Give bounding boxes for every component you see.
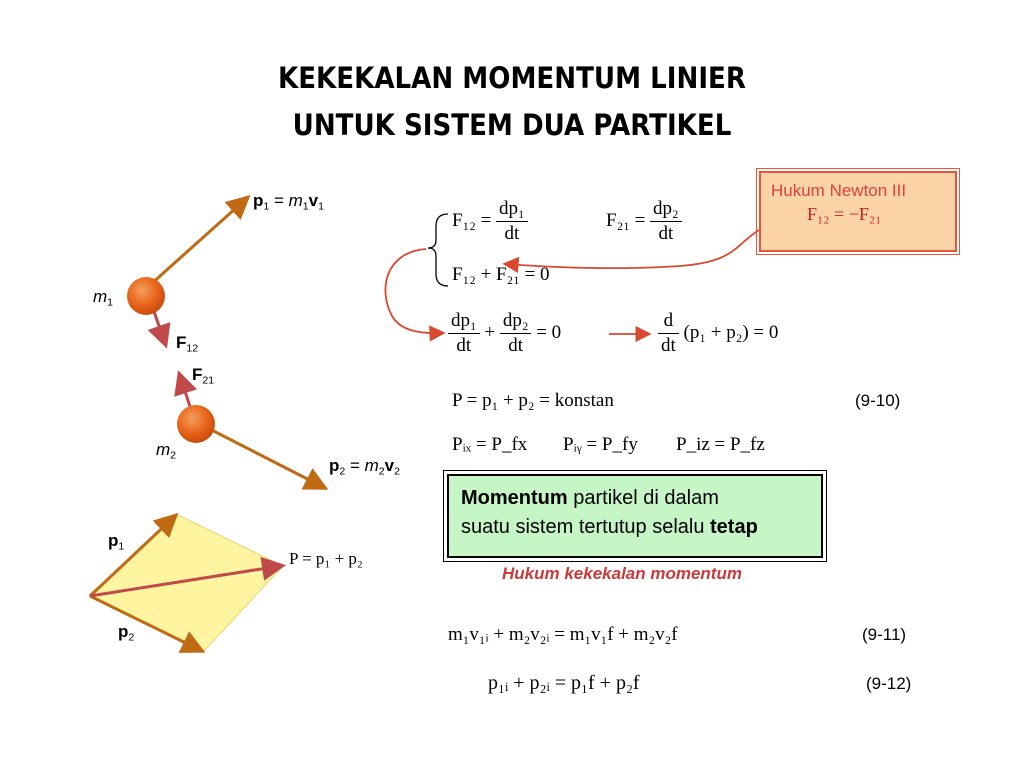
equation-component-z: P_iz = P_fz xyxy=(676,434,765,455)
m1-label: m1 xyxy=(93,287,114,309)
p2-arrow xyxy=(199,422,329,490)
equation-brace xyxy=(427,213,449,287)
equation-force-sum: F₁₂ + F₂₁ = 0 xyxy=(452,264,550,285)
newton-box-title: Hukum Newton III xyxy=(771,181,907,200)
equation-9-12: p₁ᵢ + p₂ᵢ = p₁f + p₂f xyxy=(488,672,640,694)
equation-number-9-12: (9-12) xyxy=(866,674,912,693)
page-title-line-1: KEKEKALAN MOMENTUM LINIER xyxy=(278,61,746,95)
p1-arrow xyxy=(148,194,251,287)
m2-label: m2 xyxy=(156,440,177,462)
equation-number-9-10: (9-10) xyxy=(855,391,901,410)
f21-label: F21 xyxy=(192,365,215,387)
connector-arrow-newton xyxy=(502,229,760,274)
p1-label: p1 = m1v1 xyxy=(253,191,324,213)
law-caption: Hukum kekekalan momentum xyxy=(502,564,742,583)
vec-sum-label: P = p₁ + p₂ xyxy=(289,549,363,568)
equation-component-y: Pᵢᵧ = P_fy xyxy=(563,434,638,455)
page-title-line-2: UNTUK SISTEM DUA PARTIKEL xyxy=(292,108,732,142)
p2-label: p2 = m2v2 xyxy=(329,456,400,478)
particle-m1 xyxy=(127,277,165,315)
f12-label: F12 xyxy=(176,333,199,355)
vec-p1-arrow xyxy=(88,512,179,598)
momentum-statement: Momentum partikel di dalam suatu sistem … xyxy=(461,487,758,538)
equation-9-11: m₁v₁ᵢ + m₂v₂ᵢ = m₁v₁f + m₂v₂f xyxy=(448,624,678,645)
equation-total-momentum: P = p₁ + p₂ = konstan xyxy=(452,390,614,411)
newton-third-law-box: Hukum Newton III F₁₂ = −F₂₁ xyxy=(756,168,960,255)
vec-p2-label: p2 xyxy=(118,622,135,644)
particle-m2 xyxy=(177,405,215,443)
vec-p2-arrow xyxy=(89,594,206,653)
vec-sum-arrow xyxy=(89,556,286,598)
equation-component-x: Pᵢₓ = P_fx xyxy=(452,434,528,455)
momentum-statement-box: Momentum partikel di dalam suatu sistem … xyxy=(443,470,827,562)
equation-number-9-11: (9-11) xyxy=(862,625,907,644)
newton-box-equation: F₁₂ = −F₂₁ xyxy=(807,204,882,224)
connector-arrow-1 xyxy=(384,248,446,342)
vec-p1-label: p1 xyxy=(108,531,125,553)
